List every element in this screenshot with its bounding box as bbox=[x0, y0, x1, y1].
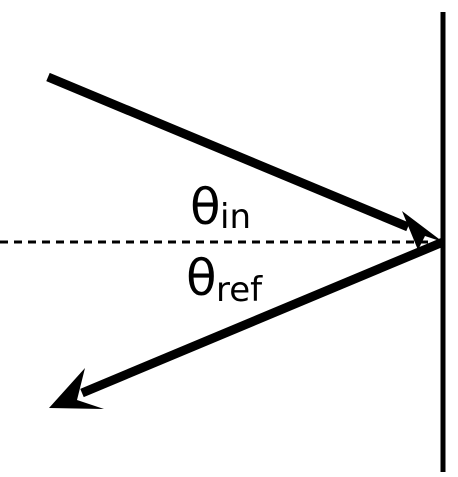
reflected-angle-label: θ ref bbox=[186, 249, 263, 310]
incident-ray-arrowhead bbox=[402, 211, 443, 250]
incident-angle-symbol: θ bbox=[190, 178, 221, 236]
incident-angle-subscript: in bbox=[220, 197, 251, 237]
incident-angle-label: θ in bbox=[190, 178, 251, 237]
reflected-ray bbox=[80, 237, 445, 398]
reflected-angle-subscript: ref bbox=[216, 270, 263, 310]
incident-ray bbox=[46, 72, 410, 232]
reflected-ray-arrowhead bbox=[49, 368, 104, 409]
reflected-angle-symbol: θ bbox=[186, 249, 217, 307]
